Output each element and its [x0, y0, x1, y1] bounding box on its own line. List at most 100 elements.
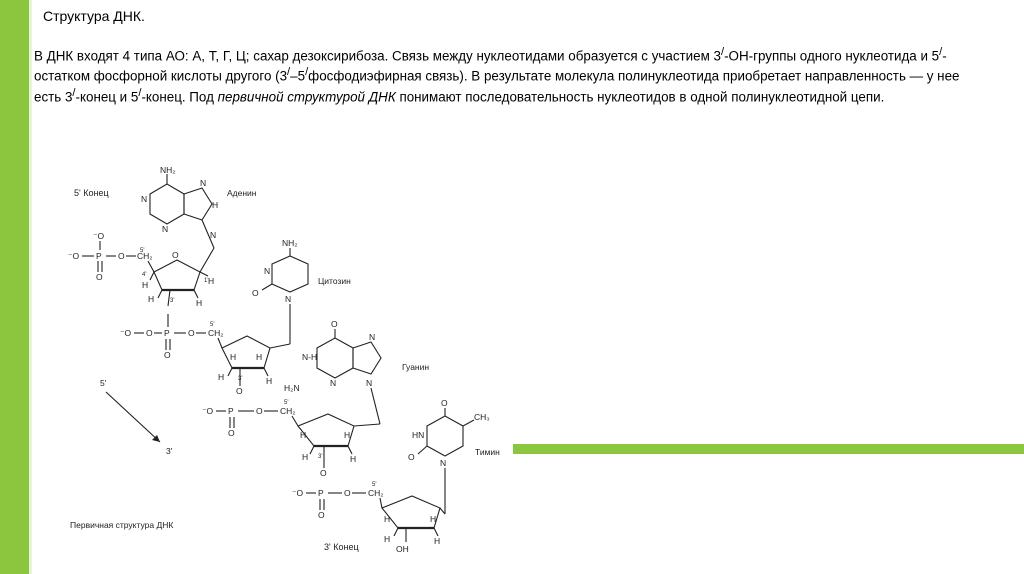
slide-paragraph: В ДНК входят 4 типа АО: А, Т, Г, Ц; саха… — [34, 44, 984, 105]
prime-mark: / — [138, 86, 142, 99]
ring-number: 3' — [170, 298, 174, 304]
base-label-cytosine: Цитозин — [318, 276, 351, 286]
atom-label: CH₂ — [280, 406, 296, 416]
dna-structure-svg: 5' Конец 3' Конец Первичная структура ДН… — [68, 165, 500, 554]
diagram-caption: Первичная структура ДНК — [70, 520, 173, 530]
paragraph-text: -остатком фосфорной кислоты другого (3 — [34, 48, 947, 84]
atom-label: N — [141, 194, 147, 204]
atom-label: H — [384, 514, 390, 524]
atom-label: N — [330, 378, 336, 388]
ring-number: 5' — [210, 322, 214, 328]
atom-label: O — [188, 328, 195, 338]
ring-number: 3' — [318, 454, 322, 460]
atom-label: NH₂ — [160, 165, 176, 175]
atom-label: H — [256, 352, 262, 362]
ring-number: 5' — [140, 248, 144, 254]
prime-mark: / — [720, 46, 725, 58]
deoxyribose-sugar: 5' H H H H OH — [372, 482, 446, 554]
atom-label: H — [434, 536, 440, 546]
atom-label: N — [440, 458, 446, 468]
atom-label: N — [369, 332, 375, 342]
paragraph-text: -конец. Под — [141, 89, 218, 105]
ring-number: 5' — [284, 400, 288, 406]
atom-label: P — [96, 251, 102, 261]
direction-arrow-line — [105, 391, 161, 443]
prime-mark: / — [939, 46, 943, 58]
atom-label: O — [320, 468, 327, 478]
atom-label: H — [384, 534, 390, 544]
paragraph-text: –5 — [290, 68, 306, 84]
atom-label: O — [344, 488, 351, 498]
slide-title: Структура ДНК. — [43, 8, 145, 24]
deoxyribose-sugar: 5' H H H H 3' O — [210, 322, 291, 396]
glycosidic-bond — [370, 387, 381, 425]
atom-label: H — [266, 376, 272, 386]
glycosidic-bond — [201, 219, 215, 249]
atom-label: H — [208, 276, 214, 286]
paragraph-text: -конец и 5 — [75, 89, 139, 105]
atom-label: H — [302, 452, 308, 462]
atom-label: ⁻O — [202, 406, 213, 416]
atom-label: O — [441, 398, 448, 408]
atom-label: H — [344, 430, 350, 440]
paragraph-text: -ОН-группы одного нуклеотида и 5 — [724, 48, 940, 64]
atom-label: P — [228, 406, 234, 416]
direction-start-label: 5' — [100, 378, 107, 388]
base-label-adenine: Аденин — [227, 188, 257, 198]
atom-label: H — [142, 280, 148, 290]
thymine-base: O CH₃ HN O N Тимин — [408, 398, 500, 468]
atom-label: CH₂ — [137, 251, 153, 261]
atom-label: H — [218, 372, 224, 382]
atom-label: N — [162, 224, 168, 234]
atom-label: O — [236, 386, 243, 396]
five-prime-end-label: 5' Конец — [74, 188, 109, 198]
atom-label: HN — [412, 430, 424, 440]
left-accent-bar — [0, 0, 29, 574]
dna-primary-structure-diagram: 5' Конец 3' Конец Первичная структура ДН… — [62, 164, 512, 564]
atom-label: N — [285, 294, 291, 304]
atom-label: ⁻O — [120, 328, 131, 338]
horizontal-accent-line — [513, 444, 1024, 454]
atom-label: H₂N — [284, 383, 300, 393]
atom-label: N — [264, 266, 270, 276]
atom-label: CH₂ — [208, 328, 224, 338]
prime-mark: / — [305, 66, 309, 79]
prime-mark: / — [72, 86, 76, 99]
ring-number: 4' — [142, 272, 146, 278]
atom-label: H — [196, 298, 202, 308]
atom-label: ⁻O — [292, 488, 303, 498]
cytosine-base: NH₂ N O N Цитозин — [252, 238, 351, 304]
paragraph-text: В ДНК входят 4 типа АО: А, Т, Г, Ц; саха… — [34, 48, 721, 64]
direction-end-label: 3' — [166, 446, 173, 456]
italic-term: первичной структурой ДНК — [217, 89, 396, 105]
phosphate-group: ⁻O P ⁻O O O CH₂ — [68, 231, 153, 282]
atom-label: N-H — [302, 352, 317, 362]
atom-label: P — [164, 328, 170, 338]
atom-label: N — [200, 178, 206, 188]
direction-arrowhead — [152, 435, 160, 442]
base-label-thymine: Тимин — [475, 447, 500, 457]
atom-label: O — [164, 350, 171, 360]
guanine-base: O N-H H₂N N N N Гуанин — [284, 319, 429, 393]
atom-label: ⁻O — [93, 231, 104, 241]
atom-label: H — [350, 454, 356, 464]
atom-label: O — [256, 406, 263, 416]
atom-label-3prime-oh: OH — [396, 544, 409, 554]
atom-label: O — [146, 328, 153, 338]
atom-label: O — [318, 510, 325, 520]
atom-label: O — [118, 251, 125, 261]
deoxyribose-sugar: 5' 4' 1' 3' O H H H H — [140, 247, 215, 308]
ring-number: 5' — [372, 482, 376, 488]
atom-label: H — [300, 430, 306, 440]
atom-label: O — [252, 288, 259, 298]
atom-label: H — [212, 200, 218, 210]
prime-mark: / — [287, 66, 291, 79]
atom-label: O — [172, 250, 179, 260]
atom-label: H — [230, 352, 236, 362]
adenine-base: NH₂ N N N H Аденин — [141, 165, 257, 234]
three-prime-end-label: 3' Конец — [324, 542, 359, 552]
base-label-guanine: Гуанин — [402, 362, 429, 372]
atom-label: CH₃ — [474, 412, 490, 422]
atom-label: P — [318, 488, 324, 498]
atom-label: H — [148, 294, 154, 304]
